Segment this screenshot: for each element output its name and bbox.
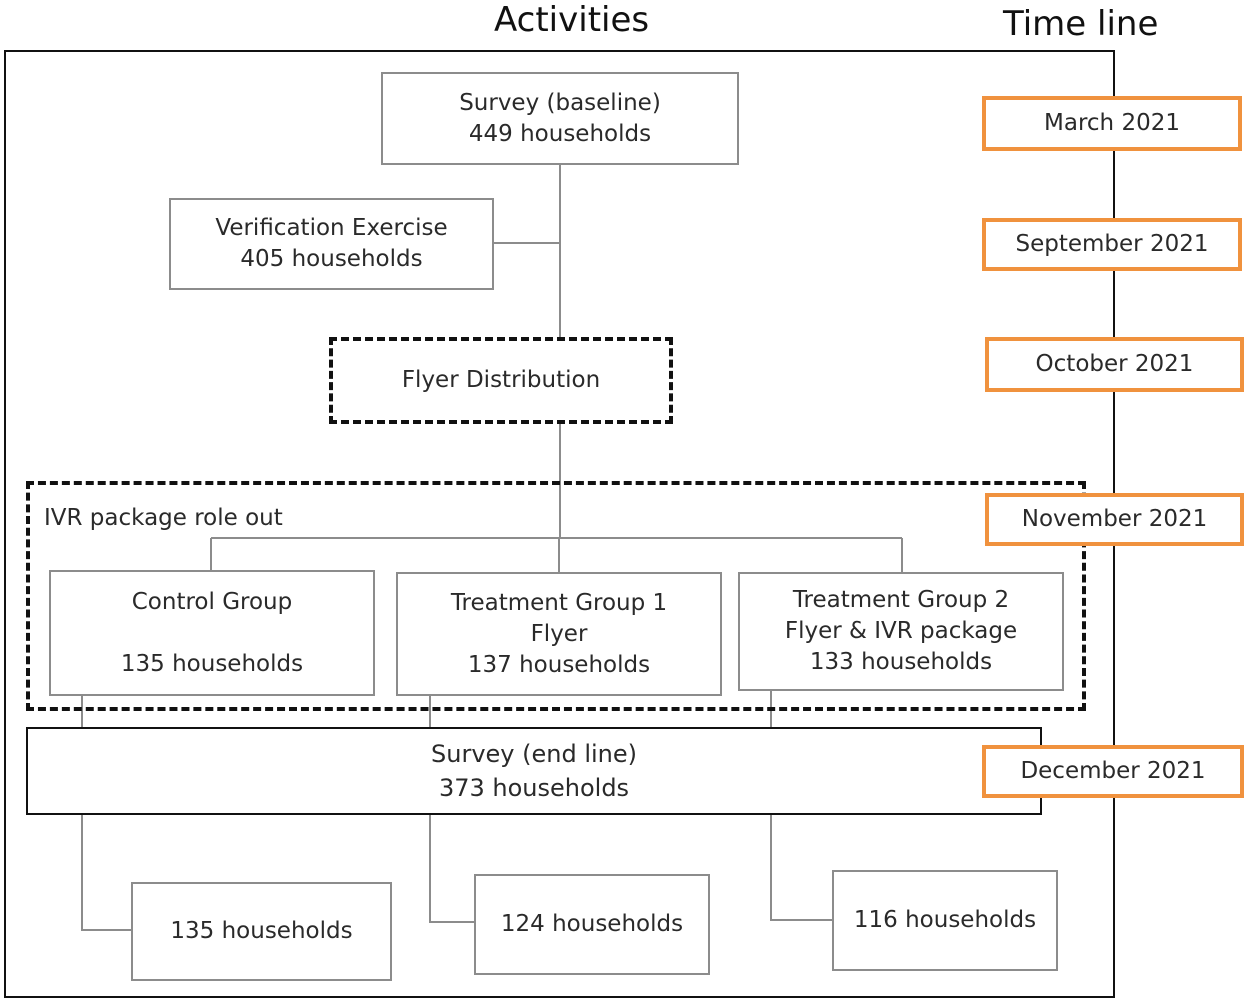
- timeline-september-2021: September 2021: [982, 218, 1242, 271]
- timeline-december-label: December 2021: [1020, 758, 1206, 784]
- control-group-count: 135 households: [120, 650, 304, 677]
- control-group-title: Control Group: [131, 588, 293, 615]
- treatment-group-1-title: Treatment Group 1: [450, 589, 668, 616]
- timeline-november-2021: November 2021: [985, 493, 1244, 546]
- timeline-march-label: March 2021: [1044, 110, 1180, 136]
- connector-outcome-control: [81, 814, 131, 931]
- verification-title: Verification Exercise: [215, 215, 448, 241]
- treatment-group-1-intervention: Flyer: [530, 620, 588, 647]
- connector-outcome-t1: [429, 814, 474, 923]
- outcome-treatment-2-box: 116 households: [832, 870, 1058, 971]
- baseline-survey-count: 449 households: [468, 120, 652, 147]
- ivr-rollout-label: IVR package role out: [44, 505, 283, 531]
- flyer-distribution-title: Flyer Distribution: [401, 367, 601, 393]
- verification-box: Verification Exercise 405 households: [169, 198, 494, 290]
- outcome-control-box: 135 households: [131, 882, 392, 981]
- treatment-group-1-box: Treatment Group 1 Flyer 137 households: [396, 572, 722, 696]
- ivr-rollout-region: [26, 481, 1086, 711]
- verification-count: 405 households: [240, 246, 423, 272]
- treatment-group-2-box: Treatment Group 2 Flyer & IVR package 13…: [738, 572, 1064, 691]
- outcome-treatment-1-count: 124 households: [500, 911, 684, 937]
- treatment-group-2-count: 133 households: [809, 649, 993, 675]
- timeline-november-label: November 2021: [1021, 506, 1208, 532]
- endline-survey-count: 373 households: [438, 774, 630, 802]
- timeline-october-label: October 2021: [1035, 351, 1194, 377]
- timeline-header: Time line: [1003, 4, 1159, 44]
- treatment-group-2-intervention: Flyer & IVR package: [784, 618, 1018, 644]
- timeline-september-label: September 2021: [1015, 231, 1209, 257]
- activities-header: Activities: [494, 0, 650, 40]
- treatment-group-1-count: 137 households: [467, 651, 651, 678]
- control-group-box: Control Group 135 households: [49, 570, 375, 696]
- timeline-december-2021: December 2021: [982, 745, 1244, 798]
- endline-survey-title: Survey (end line): [431, 740, 637, 768]
- connector-outcome-t2: [770, 814, 832, 921]
- outcome-treatment-2-count: 116 households: [853, 907, 1037, 933]
- timeline-march-2021: March 2021: [982, 96, 1242, 151]
- baseline-survey-title: Survey (baseline): [459, 89, 661, 116]
- treatment-group-2-title: Treatment Group 2: [792, 587, 1010, 613]
- outcome-control-count: 135 households: [170, 918, 353, 944]
- outcome-treatment-1-box: 124 households: [474, 874, 710, 975]
- baseline-survey-box: Survey (baseline) 449 households: [381, 72, 739, 165]
- timeline-october-2021: October 2021: [985, 337, 1244, 392]
- endline-survey-box: Survey (end line) 373 households: [26, 727, 1042, 815]
- flyer-distribution-box: Flyer Distribution: [329, 337, 673, 424]
